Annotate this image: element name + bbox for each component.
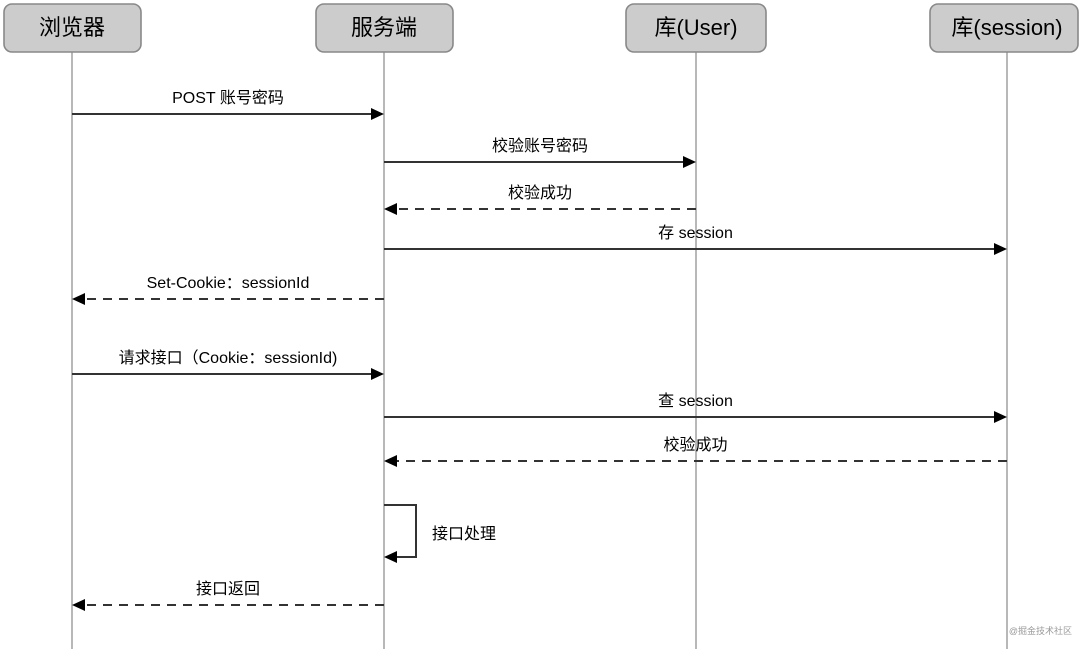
arrowhead (994, 243, 1007, 255)
arrowhead (371, 368, 384, 380)
message-m9[interactable]: 接口返回 (72, 580, 384, 611)
arrowhead (384, 551, 397, 563)
participant-db_user[interactable]: 库(User) (625, 3, 767, 53)
message-m4[interactable]: 存 session (384, 224, 1007, 255)
arrowhead (994, 411, 1007, 423)
message-m6[interactable]: 请求接口（Cookie：sessionId) (72, 349, 384, 380)
message-label-m8: 校验成功 (663, 436, 727, 454)
participant-label-server: 服务端 (351, 15, 417, 40)
arrowhead (72, 293, 85, 305)
arrowhead (384, 455, 397, 467)
participant-server[interactable]: 服务端 (315, 3, 454, 53)
message-m1[interactable]: POST 账号密码 (72, 89, 384, 120)
participant-browser[interactable]: 浏览器 (3, 3, 142, 53)
message-label-m7: 查 session (658, 392, 733, 410)
participant-label-db_session: 库(session) (951, 15, 1062, 40)
message-label-m1: POST 账号密码 (172, 89, 284, 107)
message-m2[interactable]: 校验账号密码 (384, 137, 696, 168)
message-label-m5: Set-Cookie：sessionId (147, 275, 310, 292)
message-label-m4: 存 session (658, 224, 733, 242)
message-m3[interactable]: 校验成功 (384, 184, 696, 215)
watermark-label: @掘金技术社区 (1009, 625, 1072, 636)
arrowhead (384, 203, 397, 215)
message-m5[interactable]: Set-Cookie：sessionId (72, 275, 384, 305)
lifelines-group (71, 52, 1008, 649)
self-message-s1[interactable]: 接口处理 (384, 504, 496, 563)
message-m8[interactable]: 校验成功 (384, 436, 1007, 467)
arrowhead (371, 108, 384, 120)
participant-box-browser (3, 3, 142, 53)
message-label-m9: 接口返回 (196, 580, 260, 598)
self-messages-group: 接口处理 (384, 504, 496, 563)
arrowhead (72, 599, 85, 611)
watermark-group: @掘金技术社区 (1009, 625, 1072, 636)
message-label-m2: 校验账号密码 (492, 137, 588, 155)
participant-label-browser: 浏览器 (39, 15, 105, 40)
participant-box-db_user (625, 3, 767, 53)
self-message-label-s1: 接口处理 (432, 525, 496, 543)
message-m7[interactable]: 查 session (384, 392, 1007, 423)
participant-label-db_user: 库(User) (654, 15, 737, 40)
arrowhead (683, 156, 696, 168)
message-label-m6: 请求接口（Cookie：sessionId) (119, 349, 338, 367)
participant-db_session[interactable]: 库(session) (929, 3, 1079, 53)
participants-group: 浏览器 服务端 库(User) 库(session) (3, 3, 1079, 53)
participant-box-db_session (929, 3, 1079, 53)
participant-box-server (315, 3, 454, 53)
self-message-path-s1 (384, 504, 417, 558)
message-label-m3: 校验成功 (508, 184, 572, 202)
